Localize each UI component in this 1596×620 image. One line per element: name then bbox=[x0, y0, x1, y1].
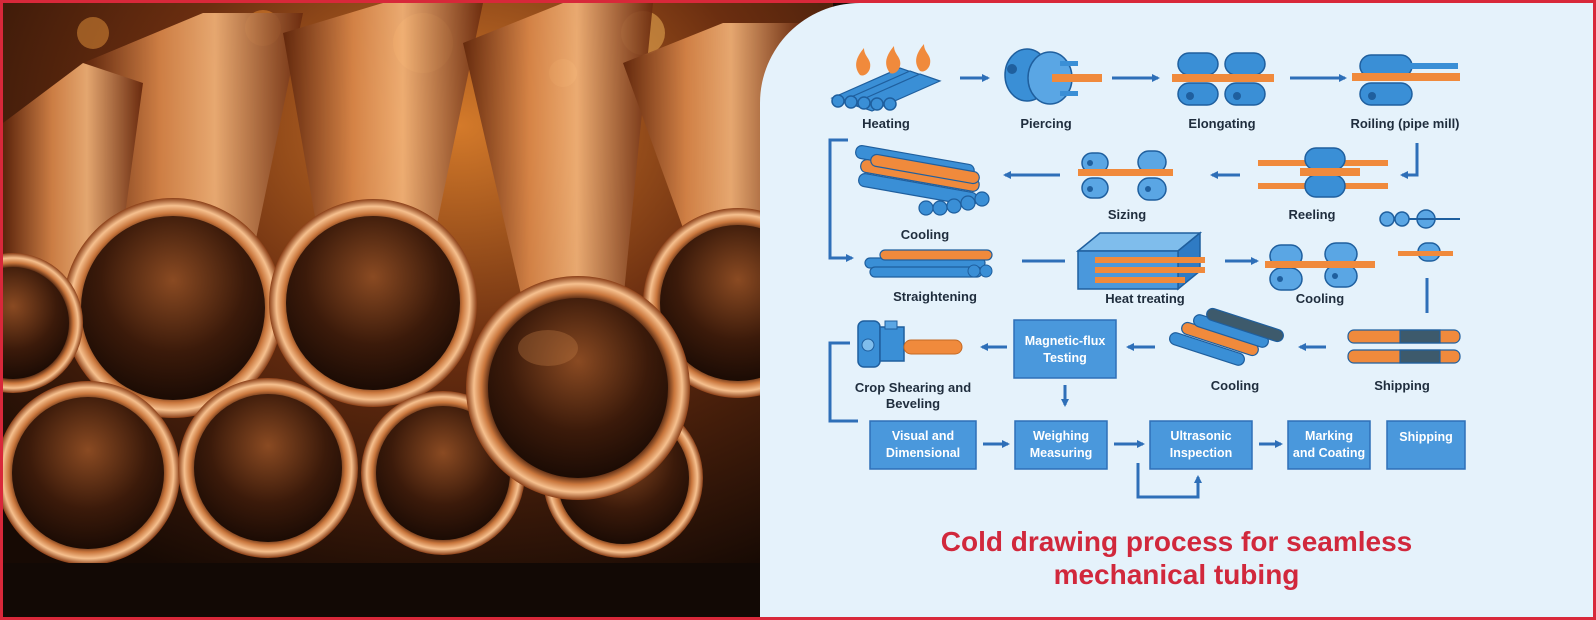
ultrasonic-inspection-box: Ultrasonic Inspection bbox=[1149, 420, 1253, 470]
marking-line1: Marking bbox=[1305, 429, 1353, 443]
step-rolling-label: Roiling (pipe mill) bbox=[1350, 116, 1459, 131]
visual-line2: Dimensional bbox=[886, 446, 960, 460]
shipping-pipes-icon bbox=[1347, 329, 1461, 364]
step-cooling-1-label: Cooling bbox=[901, 227, 949, 242]
cooling-bundle-icon bbox=[1169, 307, 1284, 366]
step-straightening-label: Straightening bbox=[893, 289, 977, 304]
process-flow-diagram: Heating Piercing bbox=[828, 44, 1466, 499]
cooling-rolls-icon bbox=[1265, 242, 1375, 291]
tube-end-front bbox=[466, 276, 690, 500]
title-line-1: Cold drawing process for seamless bbox=[940, 526, 1413, 557]
sizing-rolls-icon bbox=[1078, 150, 1173, 201]
step-shipping-label: Shipping bbox=[1374, 378, 1430, 393]
weighing-line1: Weighing bbox=[1033, 429, 1089, 443]
pipe-bundle-icon bbox=[855, 145, 990, 216]
step-cooling-3-label: Cooling bbox=[1211, 378, 1259, 393]
final-shipping-label: Shipping bbox=[1399, 430, 1452, 444]
page-title: Cold drawing process for seamless mechan… bbox=[760, 525, 1593, 591]
crop-shear-icon bbox=[857, 320, 963, 368]
step-sizing-label: Sizing bbox=[1108, 207, 1146, 222]
title-line-2: mechanical tubing bbox=[1053, 559, 1300, 590]
copper-tubes-photo bbox=[3, 3, 833, 617]
heating-icon bbox=[830, 44, 942, 112]
process-panel: Heating Piercing bbox=[760, 3, 1593, 617]
reeling-rolls-icon bbox=[1258, 147, 1388, 198]
magnetic-flux-line2: Testing bbox=[1043, 351, 1087, 365]
tube-end bbox=[3, 253, 83, 393]
straightening-icon bbox=[864, 249, 993, 278]
visual-line1: Visual and bbox=[892, 429, 954, 443]
step-cooling-2-label: Cooling bbox=[1296, 291, 1344, 306]
visual-dimensional-box: Visual and Dimensional bbox=[869, 420, 977, 470]
heat-furnace-icon bbox=[1075, 231, 1205, 291]
marking-coating-box: Marking and Coating bbox=[1287, 420, 1371, 470]
ultrasonic-line1: Ultrasonic bbox=[1170, 429, 1231, 443]
crop-shearing-line2: Beveling bbox=[886, 396, 940, 411]
step-heating-label: Heating bbox=[862, 116, 910, 131]
step-piercing-label: Piercing bbox=[1020, 116, 1071, 131]
flame-icon bbox=[856, 44, 931, 76]
pipe-mill-rolls-icon bbox=[1352, 54, 1460, 106]
tube-end bbox=[63, 198, 283, 418]
piercing-mill-icon bbox=[1004, 48, 1102, 105]
tube-end bbox=[269, 199, 477, 407]
magnetic-flux-testing-box: Magnetic-flux Testing bbox=[1013, 319, 1117, 379]
final-shipping-box: Shipping bbox=[1386, 420, 1466, 470]
magnetic-flux-line1: Magnetic-flux bbox=[1025, 334, 1106, 348]
step-heat-treating-label: Heat treating bbox=[1105, 291, 1185, 306]
step-elongating-label: Elongating bbox=[1188, 116, 1255, 131]
elongating-rolls-icon bbox=[1172, 52, 1274, 106]
marking-line2: and Coating bbox=[1293, 446, 1365, 460]
ultrasonic-line2: Inspection bbox=[1170, 446, 1233, 460]
tube-end bbox=[178, 378, 358, 558]
small-rolls-icon bbox=[1379, 209, 1460, 262]
step-reeling-label: Reeling bbox=[1289, 207, 1336, 222]
weighing-measuring-box: Weighing Measuring bbox=[1014, 420, 1108, 470]
crop-shearing-line1: Crop Shearing and bbox=[855, 380, 971, 395]
tube-end bbox=[3, 381, 180, 565]
weighing-line2: Measuring bbox=[1030, 446, 1093, 460]
